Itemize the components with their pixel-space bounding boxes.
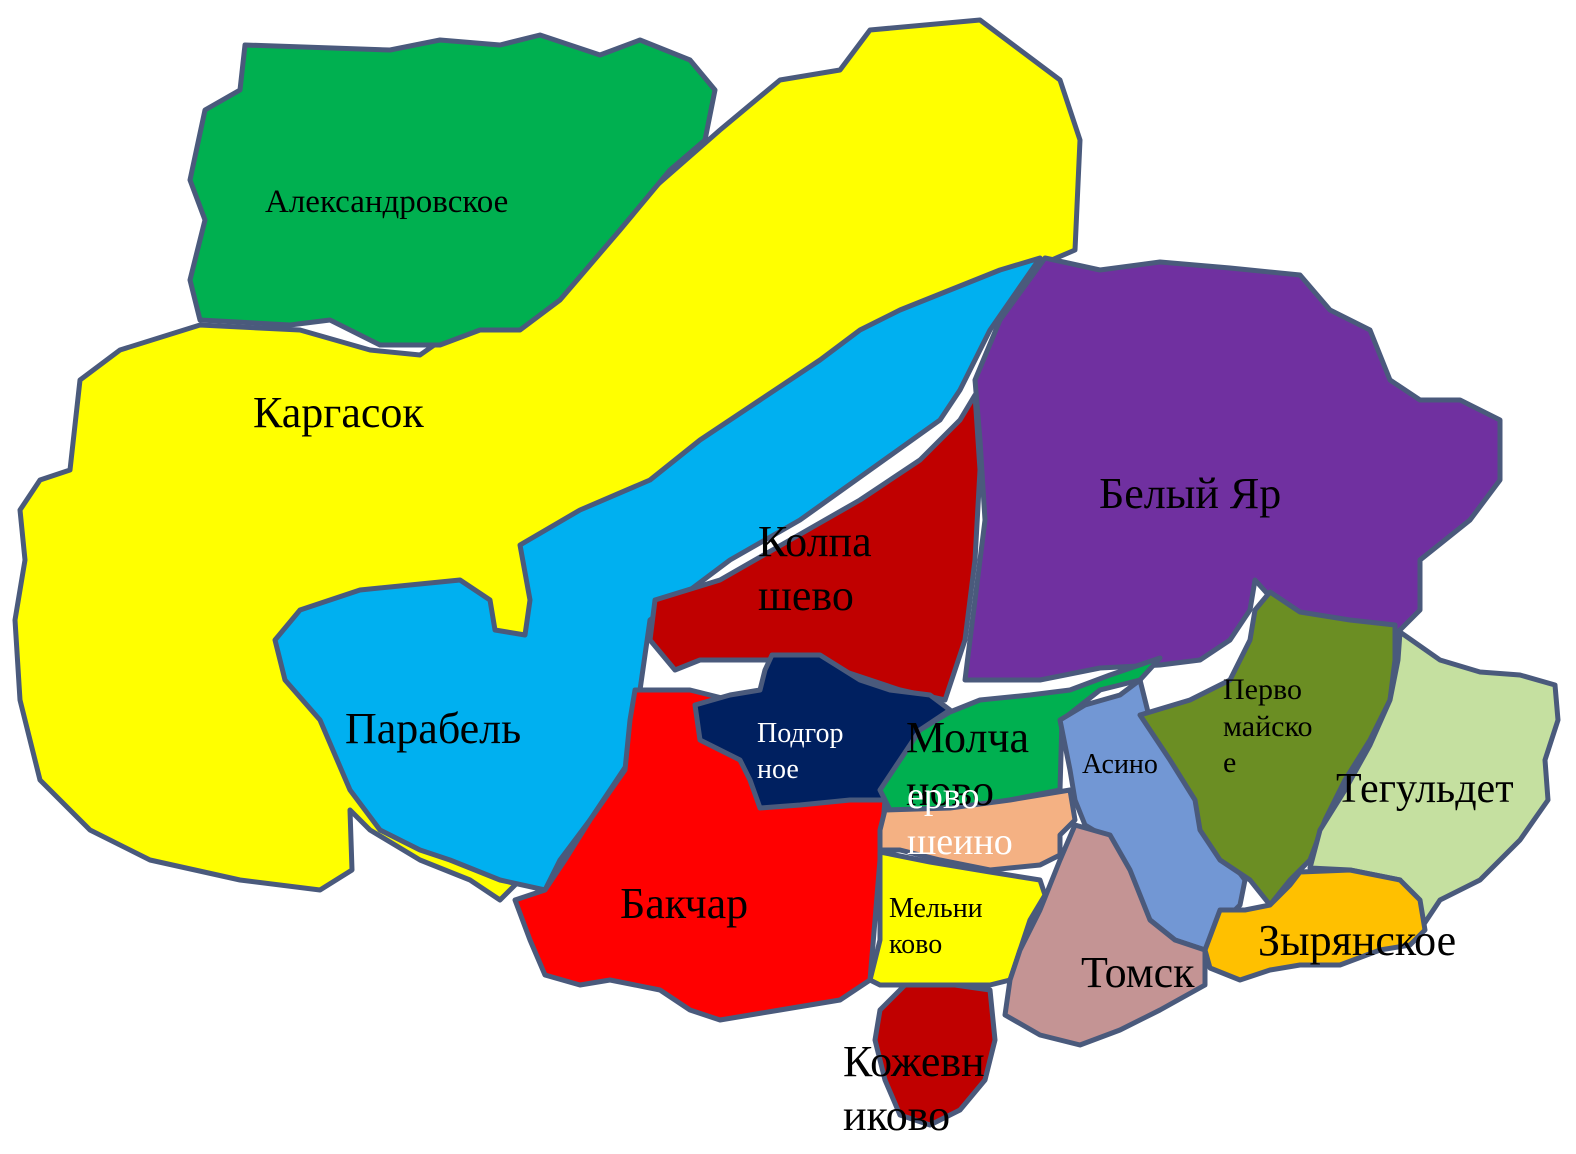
label-line: Мельни — [889, 893, 983, 924]
label-line: ково — [889, 929, 943, 961]
region-aleksandrovskoe[interactable] — [187, 32, 718, 348]
label-tomsk: Томск — [1081, 947, 1194, 999]
label-zyryanskoe: Зырянское — [1258, 915, 1456, 967]
label-line: Кожевн — [843, 1037, 985, 1086]
label-line: шево — [758, 570, 854, 620]
label-line: Молча — [906, 713, 1030, 762]
label-line: Александровское — [265, 184, 509, 220]
region-tomsk[interactable] — [1002, 822, 1208, 1048]
label-bakchar: Бакчар — [620, 878, 748, 930]
label-line: майско — [1223, 709, 1313, 743]
label-line: Парабель — [345, 704, 522, 753]
region-kozhevnikovo-2[interactable] — [877, 787, 1078, 873]
label-line: ново — [906, 765, 995, 815]
label-line: ерво — [907, 775, 980, 817]
label-kargasok: Каргасок — [253, 387, 424, 439]
label-melnikovo: Мельни ково — [889, 891, 983, 964]
label-line: Томск — [1081, 948, 1195, 997]
region-zyryanskoe[interactable] — [1202, 867, 1428, 983]
label-line: иково — [843, 1090, 951, 1140]
label-line: ное — [757, 754, 799, 786]
region-kozhevnikovo[interactable] — [872, 982, 998, 1128]
region-podgornoe[interactable] — [692, 652, 953, 811]
region-kolpashevo[interactable] — [647, 392, 983, 703]
region-pervomayskoe[interactable] — [1137, 589, 1398, 908]
label-line: е — [1223, 746, 1237, 780]
label-beliy-yar: Белый Яр — [1099, 468, 1281, 520]
label-asino: Асино — [1082, 748, 1158, 781]
label-line: Зырянское — [1258, 916, 1457, 965]
label-line: Каргасок — [253, 388, 424, 437]
label-line: Тегульдет — [1336, 766, 1514, 812]
label-line: Белый Яр — [1099, 469, 1282, 518]
region-tegul-det[interactable] — [1307, 629, 1561, 933]
label-line: Перво — [1223, 673, 1302, 706]
label-line: Асино — [1082, 749, 1158, 780]
label-line: шеино — [907, 821, 1013, 864]
label-tegul-det: Тегульдет — [1336, 765, 1514, 815]
label-line: Бакчар — [620, 879, 749, 928]
label-aleksandrovskoe: Александровское — [265, 183, 508, 222]
label-line: Колпа — [758, 517, 872, 566]
region-parabel[interactable] — [272, 255, 1043, 893]
label-podgornoe: Подгор ное — [757, 716, 843, 789]
label-parabel: Парабель — [345, 703, 521, 755]
label-line: Подгор — [757, 718, 844, 749]
